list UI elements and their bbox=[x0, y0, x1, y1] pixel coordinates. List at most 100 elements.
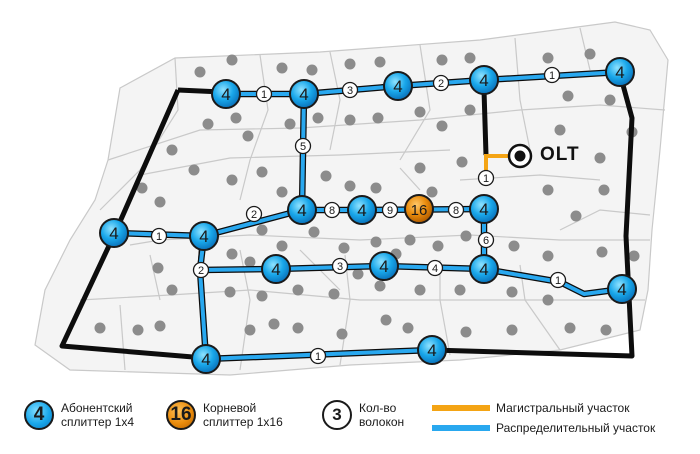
fiber-count-text: Кол-во волокон bbox=[359, 401, 405, 429]
house-dot bbox=[464, 52, 476, 64]
house-dot bbox=[132, 324, 144, 336]
fiber-count-label: 6 bbox=[483, 235, 489, 247]
house-dot bbox=[344, 58, 356, 70]
fiber-count-label: 2 bbox=[438, 78, 444, 90]
city-blocks bbox=[34, 21, 669, 376]
house-dot bbox=[414, 106, 426, 118]
house-dot bbox=[594, 152, 606, 164]
outer-ring-cable bbox=[59, 73, 635, 361]
house-dot bbox=[256, 290, 268, 302]
fiber-count-label: 5 bbox=[300, 141, 306, 153]
house-dot bbox=[598, 184, 610, 196]
house-dot bbox=[256, 224, 268, 236]
splitter-label: 4 bbox=[357, 201, 366, 220]
house-dot bbox=[292, 284, 304, 296]
subscriber-splitter-icon: 4 bbox=[24, 400, 54, 430]
house-dot bbox=[628, 250, 640, 262]
house-dot bbox=[564, 322, 576, 334]
fiber-count-badge: 2 bbox=[432, 74, 450, 92]
house-dot bbox=[372, 112, 384, 124]
fiber-count-label: 1 bbox=[261, 89, 267, 101]
house-dot bbox=[136, 182, 148, 194]
house-dots bbox=[94, 48, 640, 340]
splitter-label: 16 bbox=[411, 202, 428, 219]
subscriber-splitter-node: 4 bbox=[469, 65, 499, 95]
splitter-label: 4 bbox=[479, 71, 488, 90]
house-dot bbox=[292, 322, 304, 334]
root-splitter-node: 16 bbox=[404, 194, 434, 224]
house-dot bbox=[308, 226, 320, 238]
fiber-count-label: 1 bbox=[483, 173, 489, 185]
house-dot bbox=[230, 112, 242, 124]
splitter-label: 4 bbox=[299, 85, 308, 104]
subscriber-splitter-node: 4 bbox=[369, 251, 399, 281]
house-dot bbox=[194, 66, 206, 78]
distribution-line-swatch bbox=[432, 425, 490, 431]
fiber-count-badge: 4 bbox=[426, 259, 444, 277]
house-dot bbox=[584, 48, 596, 60]
house-dot bbox=[562, 90, 574, 102]
subscriber-splitter-node: 4 bbox=[211, 79, 241, 109]
splitter-label: 4 bbox=[615, 63, 624, 82]
house-dot bbox=[542, 250, 554, 262]
root-splitter-icon: 16 bbox=[166, 400, 196, 430]
house-dot bbox=[344, 180, 356, 192]
subscriber-splitter-node: 4 bbox=[99, 218, 129, 248]
subscriber-splitter-node: 4 bbox=[287, 195, 317, 225]
fiber-count-label: 4 bbox=[432, 263, 438, 275]
house-dot bbox=[312, 112, 324, 124]
fiber-count-badge: 6 bbox=[477, 231, 495, 249]
splitter-label: 4 bbox=[617, 280, 626, 299]
fiber-count-badge: 1 bbox=[255, 85, 273, 103]
house-dot bbox=[154, 320, 166, 332]
house-dot bbox=[604, 94, 616, 106]
trunk-line-label: Магистральный участок bbox=[496, 401, 630, 415]
house-dot bbox=[338, 242, 350, 254]
house-dot bbox=[276, 62, 288, 74]
house-dot bbox=[276, 186, 288, 198]
fiber-count-icon: 3 bbox=[322, 400, 352, 430]
splitter-label: 4 bbox=[199, 227, 208, 246]
subscriber-splitter-node: 4 bbox=[607, 274, 637, 304]
fiber-count-label: 8 bbox=[453, 205, 459, 217]
house-dot bbox=[600, 324, 612, 336]
fiber-count-badge: 5 bbox=[294, 137, 312, 155]
house-dot bbox=[542, 184, 554, 196]
house-dot bbox=[374, 56, 386, 68]
house-dot bbox=[188, 164, 200, 176]
house-dot bbox=[432, 240, 444, 252]
fiber-count-badge: 3 bbox=[331, 257, 349, 275]
house-dot bbox=[436, 54, 448, 66]
house-dot bbox=[284, 118, 296, 130]
house-dot bbox=[506, 286, 518, 298]
house-dot bbox=[256, 166, 268, 178]
fiber-count-label: 1 bbox=[555, 275, 561, 287]
fiber-count-badge: 2 bbox=[192, 261, 210, 279]
distribution-line-label: Распределительный участок bbox=[496, 421, 656, 435]
house-dot bbox=[166, 284, 178, 296]
subscriber-splitter-node: 4 bbox=[605, 57, 635, 87]
house-dot bbox=[554, 124, 566, 136]
fiber-count-label: 3 bbox=[347, 85, 353, 97]
root-splitter-text: Корневой сплиттер 1x16 bbox=[203, 401, 283, 429]
subscriber-splitter-node: 4 bbox=[417, 335, 447, 365]
house-dot bbox=[268, 318, 280, 330]
fiber-count-badge: 1 bbox=[150, 227, 168, 245]
house-dot bbox=[276, 240, 288, 252]
house-dot bbox=[344, 114, 356, 126]
house-dot bbox=[374, 280, 386, 292]
splitter-label: 4 bbox=[271, 260, 280, 279]
splitter-label: 4 bbox=[221, 85, 230, 104]
house-dot bbox=[460, 326, 472, 338]
legend-root-splitter: 16 Корневой сплиттер 1x16 bbox=[166, 400, 283, 430]
fiber-count-label: 9 bbox=[387, 205, 393, 217]
house-dot bbox=[226, 174, 238, 186]
house-dot bbox=[152, 262, 164, 274]
subscriber-splitter-node: 4 bbox=[289, 79, 319, 109]
subscriber-splitter-node: 4 bbox=[261, 254, 291, 284]
splitter-label: 4 bbox=[479, 200, 488, 219]
house-dot bbox=[380, 314, 392, 326]
splitter-label: 4 bbox=[393, 77, 402, 96]
